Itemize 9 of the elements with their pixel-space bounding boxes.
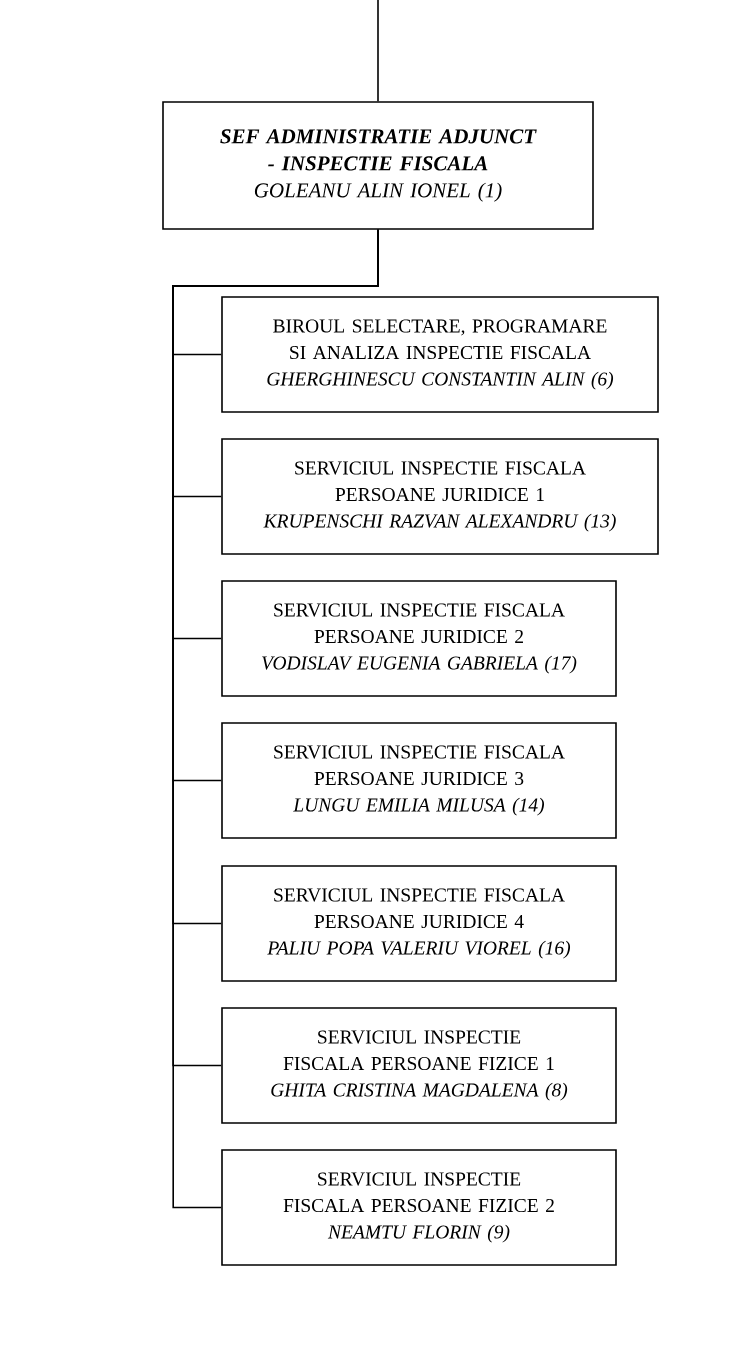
unit-box: SERVICIUL INSPECTIE FISCALA PERSOANE JURIDICE 2 VODISLAV EUGENIA GABRIELA (17) xyxy=(221,580,617,697)
unit-box: SEF ADMINISTRATIE ADJUNCT - INSPECTIE FISCALA GOLEANU ALIN IONEL (1) xyxy=(162,101,594,230)
unit-box: SERVICIUL INSPECTIE FISCALA PERSOANE FIZICE 2 NEAMTU FLORIN (9) xyxy=(221,1149,617,1266)
unit-box: SERVICIUL INSPECTIE FISCALA PERSOANE JURIDICE 4 PALIU POPA VALERIU VIOREL (16) xyxy=(221,865,617,982)
unit-box: SERVICIUL INSPECTIE FISCALA PERSOANE JURIDICE 3 LUNGU EMILIA MILUSA (14) xyxy=(221,722,617,839)
unit-box: SERVICIUL INSPECTIE FISCALA PERSOANE JURIDICE 1 KRUPENSCHI RAZVAN ALEXANDRU (13) xyxy=(221,438,659,555)
unit-box: SERVICIUL INSPECTIE FISCALA PERSOANE FIZICE 1 GHITA CRISTINA MAGDALENA (8) xyxy=(221,1007,617,1124)
connector-line xyxy=(377,0,379,102)
unit-box: BIROUL SELECTARE, PROGRAMARE SI ANALIZA INSPECTIE FISCALA GHERGHINESCU CONSTANTIN ALIN (6) xyxy=(221,296,659,413)
